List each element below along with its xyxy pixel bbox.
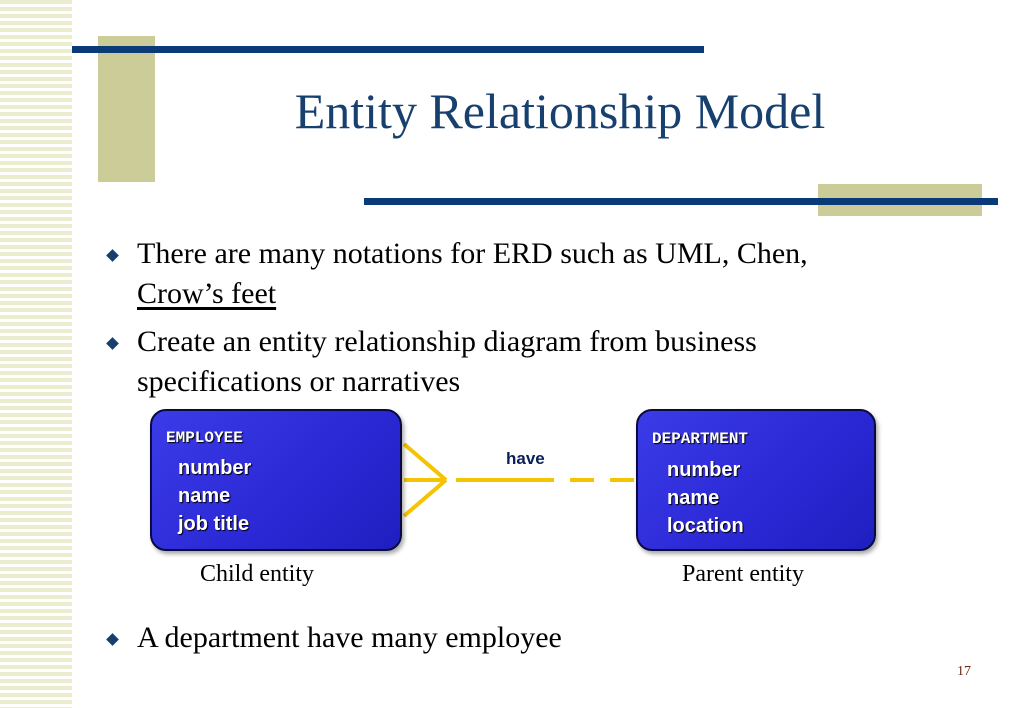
bullet-text: There are many notations for ERD such as… (137, 237, 808, 310)
bullet-item: Create an entity relationship diagram fr… (106, 322, 988, 402)
bullet-item: A department have many employee (106, 618, 988, 658)
bullet-text: Create an entity relationship diagram fr… (137, 325, 757, 398)
entity-attribute-list: number name location (667, 456, 744, 540)
child-entity-caption: Child entity (200, 561, 314, 587)
entity-attribute: number (667, 459, 741, 481)
entity-attribute-list: number name job title (178, 454, 251, 538)
slide-number: 17 (957, 664, 971, 679)
entity-name: EMPLOYEE (166, 429, 243, 447)
entity-attribute: name (178, 485, 231, 507)
entity-name: DEPARTMENT (652, 430, 749, 448)
crows-foot-upper-prong (402, 442, 448, 482)
employee-entity-box[interactable]: EMPLOYEE number name job title (150, 409, 402, 551)
bottom-accent-line (364, 198, 998, 205)
relationship-label: have (506, 449, 545, 468)
top-left-accent-block (98, 36, 155, 182)
entity-attribute: name (667, 487, 720, 509)
left-stripe-decoration (0, 0, 72, 708)
top-accent-line (72, 46, 704, 53)
entity-attribute: job title (178, 513, 250, 535)
parent-entity-caption: Parent entity (682, 561, 804, 587)
department-entity-box[interactable]: DEPARTMENT number name location (636, 409, 876, 551)
entity-attribute: location (667, 515, 744, 537)
slide-title: Entity Relationship Model (294, 83, 826, 139)
crows-feet-link[interactable]: Crow’s feet (137, 277, 277, 310)
bullet-item: There are many notations for ERD such as… (106, 234, 988, 314)
crows-foot-lower-prong (402, 478, 448, 518)
bullet-text: A department have many employee (137, 621, 562, 654)
entity-attribute: number (178, 457, 252, 479)
